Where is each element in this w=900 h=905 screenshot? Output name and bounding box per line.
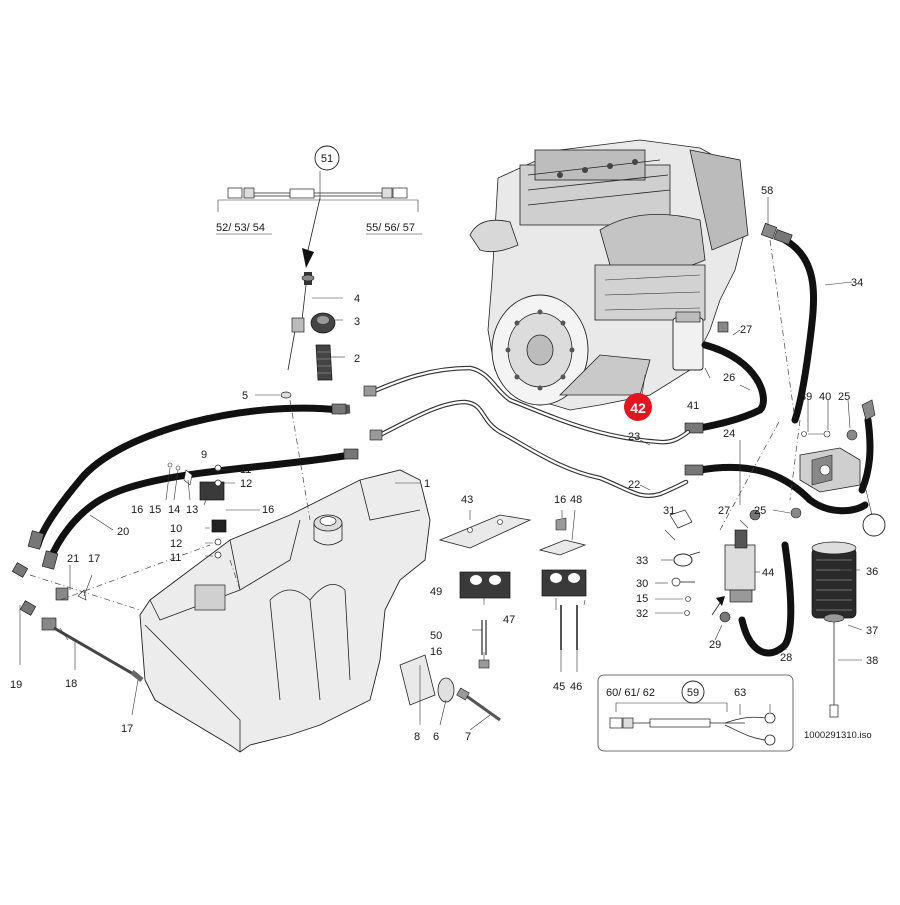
small-parts-left	[11, 462, 227, 682]
callout-40: 40	[819, 391, 831, 403]
callout-14: 14	[168, 504, 180, 516]
callout-49: 49	[430, 586, 442, 598]
harness-top-right-label: 55/ 56/ 57	[366, 222, 415, 234]
callout-59: 59	[687, 687, 699, 699]
circled-callouts: 51 59	[314, 145, 886, 704]
highlight-label: 42	[630, 400, 646, 416]
callout-7: 7	[465, 731, 471, 743]
arrow-51	[302, 197, 321, 268]
callout-20: 20	[117, 526, 129, 538]
callout-16a: 16	[131, 504, 143, 516]
center-lines	[29, 239, 801, 611]
callout-16c: 16	[430, 646, 442, 658]
callout-44: 44	[762, 567, 774, 579]
callout-32: 32	[636, 608, 648, 620]
callout-51: 51	[321, 153, 333, 165]
callout-45: 45	[553, 681, 565, 693]
callout-63: 63	[734, 687, 746, 699]
harness-top-left-label: 52/ 53/ 54	[216, 222, 265, 234]
callout-1: 1	[424, 478, 430, 490]
callout-26: 26	[723, 372, 735, 384]
callout-3: 3	[354, 316, 360, 328]
harness-bottom-label: 60/ 61/ 62	[606, 687, 655, 699]
callout-25a: 25	[838, 391, 850, 403]
drawing-reference: 1000291310.iso	[804, 730, 872, 741]
callout-10: 10	[170, 523, 182, 535]
callout-25b: 25	[754, 505, 766, 517]
callout-50: 50	[430, 630, 442, 642]
callout-9: 9	[201, 449, 207, 461]
callout-11a: 11	[240, 464, 251, 476]
callout-41: 41	[687, 400, 699, 412]
callout-5: 5	[242, 390, 248, 402]
callout-43: 43	[461, 494, 473, 506]
callout-15a: 15	[149, 504, 161, 516]
callout-47: 47	[503, 614, 515, 626]
callout-27a: 27	[740, 324, 752, 336]
callout-12a: 12	[240, 478, 252, 490]
callout-21: 21	[67, 553, 79, 565]
clamp-parts	[399, 514, 587, 722]
harness-top	[217, 171, 419, 212]
callout-28: 28	[780, 652, 792, 664]
highlight-badge-42[interactable]: 42	[624, 393, 652, 421]
callout-4: 4	[354, 293, 360, 305]
callout-2: 2	[354, 353, 360, 365]
callout-46: 46	[570, 681, 582, 693]
steel-pipes	[363, 365, 691, 499]
callout-24: 24	[723, 428, 735, 440]
callout-labels: 1 2 3 4 5 6 7 8 9 10 11 11 12 12 13 14 1…	[10, 185, 880, 743]
engine-assembly	[469, 139, 749, 411]
callout-34: 34	[851, 277, 863, 289]
callout-17a: 17	[88, 553, 100, 565]
fuel-hoses	[27, 229, 874, 657]
callout-58: 58	[761, 185, 773, 197]
fuel-sender-unit	[280, 272, 336, 399]
callout-19: 19	[10, 679, 22, 691]
callout-36: 36	[866, 566, 878, 578]
callout-11b: 11	[170, 552, 181, 564]
callout-48: 48	[570, 494, 582, 506]
harness-bottom-box	[597, 674, 794, 752]
callout-18: 18	[65, 678, 77, 690]
callout-30: 30	[636, 578, 648, 590]
callout-8: 8	[414, 731, 420, 743]
callout-39: 39	[800, 391, 812, 403]
callout-6: 6	[433, 731, 439, 743]
callout-29: 29	[709, 639, 721, 651]
callout-23: 23	[628, 431, 640, 443]
callout-13: 13	[186, 504, 198, 516]
callout-38: 38	[866, 655, 878, 667]
callout-27b: 27	[718, 505, 730, 517]
callout-17b: 17	[121, 723, 133, 735]
callout-16b: 16	[262, 504, 274, 516]
callout-16d: 16	[554, 494, 566, 506]
leader-lines	[19, 197, 873, 731]
callout-33: 33	[636, 555, 648, 567]
fuel-tank	[139, 469, 431, 753]
callout-15b: 15	[636, 593, 648, 605]
callout-37: 37	[866, 625, 878, 637]
callout-12b: 12	[170, 538, 182, 550]
small-parts-right	[669, 222, 876, 718]
callout-31: 31	[663, 505, 675, 517]
callout-22: 22	[628, 479, 640, 491]
